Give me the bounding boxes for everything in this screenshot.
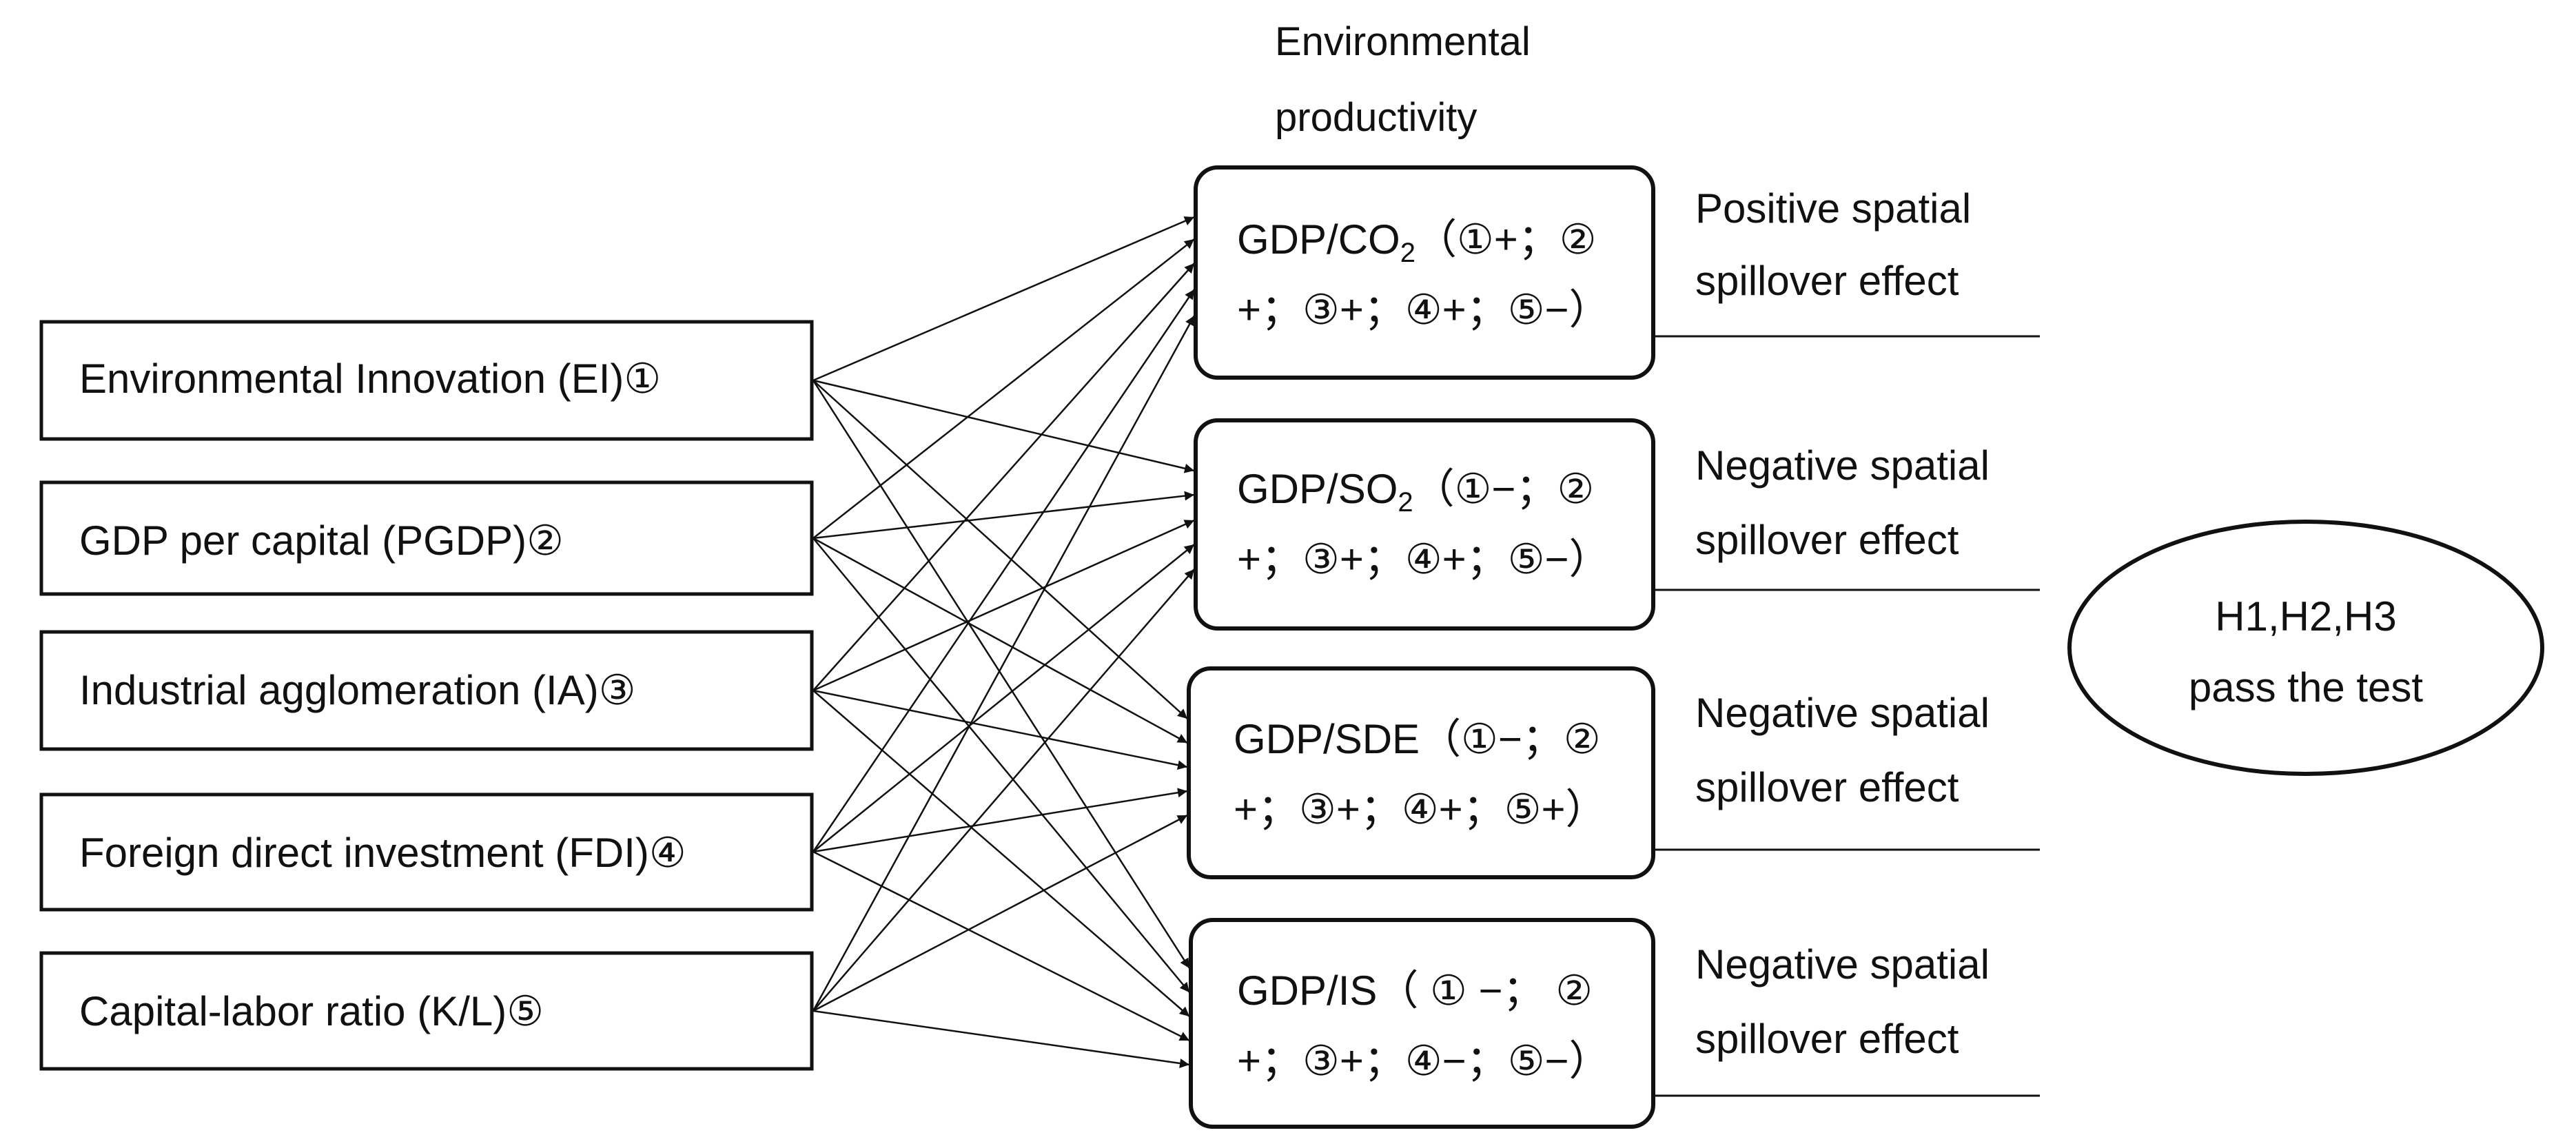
- outcome-co2-line1: GDP/CO2（①+；②: [1237, 216, 1597, 268]
- effect-sde-line1: Negative spatial: [1695, 690, 1990, 736]
- arrow-fdi-to-is: [812, 850, 1190, 1042]
- outcome-box-so2: GDP/SO2（①−；② +；③+；④+；⑤−）: [1194, 418, 1655, 631]
- effect-so2: Negative spatial spillover effect: [1653, 442, 2040, 591]
- outcome-box-is: GDP/IS（ ① −； ② +；③+；④−；⑤−）: [1189, 918, 1655, 1129]
- outcome-sde-line1: GDP/SDE（①−；②: [1234, 716, 1601, 762]
- outcome-so2-line2: +；③+；④+；⑤−）: [1237, 536, 1611, 582]
- factor-label-ei: Environmental Innovation (EI)①: [79, 356, 661, 402]
- outcome-is-line2: +；③+；④−；⑤−）: [1237, 1038, 1611, 1084]
- factor-box-pgdp: GDP per capital (PGDP)②: [39, 480, 814, 596]
- arrow-ia-to-so2: [812, 519, 1195, 692]
- header-title-line2: productivity: [1275, 95, 1477, 140]
- arrow-ei-to-is: [812, 380, 1191, 969]
- arrow-ei-to-co2: [812, 216, 1195, 382]
- conclusion-ellipse: H1,H2,H3 pass the test: [2067, 520, 2544, 776]
- arrow-ei-to-sde: [812, 380, 1188, 719]
- effect-co2: Positive spatial spillover effect: [1653, 185, 2040, 338]
- factor-label-kl: Capital-labor ratio (K/L)⑤: [79, 988, 544, 1034]
- effect-is: Negative spatial spillover effect: [1653, 941, 2040, 1097]
- arrow-pgdp-to-co2: [812, 238, 1195, 539]
- arrow-kl-to-sde: [812, 814, 1188, 1012]
- arrow-pgdp-to-so2: [812, 491, 1195, 540]
- influence-arrows: [812, 216, 1196, 1068]
- effect-is-line1: Negative spatial: [1695, 941, 1990, 988]
- outcome-box-co2: GDP/CO2（①+；② +；③+；④+；⑤−）: [1194, 165, 1655, 380]
- outcome-sde-line2: +；③+；④+；⑤+）: [1234, 786, 1607, 832]
- header-title-line1: Environmental: [1275, 19, 1531, 64]
- arrow-fdi-to-so2: [812, 544, 1195, 852]
- arrow-ia-to-is: [812, 690, 1190, 1017]
- factor-box-ia: Industrial agglomeration (IA)③: [39, 630, 814, 751]
- effect-sde-line2: spillover effect: [1695, 764, 1959, 810]
- arrow-fdi-to-co2: [812, 289, 1196, 852]
- arrow-ia-to-sde: [812, 689, 1188, 770]
- arrow-pgdp-to-sde: [812, 537, 1188, 744]
- factor-box-kl: Capital-labor ratio (K/L)⑤: [39, 951, 814, 1071]
- conclusion-line1: H1,H2,H3: [2215, 593, 2396, 639]
- arrow-ia-to-co2: [812, 263, 1195, 691]
- arrow-kl-to-so2: [812, 569, 1195, 1012]
- outcome-is-line1: GDP/IS（ ① −； ②: [1237, 968, 1593, 1014]
- conclusion-line2: pass the test: [2189, 664, 2424, 710]
- outcome-so2-line1: GDP/SO2（①−；②: [1237, 466, 1594, 518]
- arrow-pgdp-to-is: [812, 538, 1190, 993]
- arrow-kl-to-co2: [812, 315, 1196, 1012]
- factor-box-ei: Environmental Innovation (EI)①: [39, 320, 814, 441]
- factor-box-fdi: Foreign direct investment (FDI)④: [39, 792, 814, 912]
- outcome-co2-line2: +；③+；④+；⑤−）: [1237, 287, 1611, 333]
- arrow-ei-to-so2: [812, 379, 1195, 473]
- factor-label-pgdp: GDP per capital (PGDP)②: [79, 518, 564, 564]
- factor-label-ia: Industrial agglomeration (IA)③: [79, 667, 635, 713]
- effect-so2-line1: Negative spatial: [1695, 442, 1990, 489]
- arrow-fdi-to-sde: [812, 788, 1188, 853]
- arrow-kl-to-is: [812, 1010, 1190, 1068]
- effect-co2-line2: spillover effect: [1695, 258, 1959, 304]
- effect-so2-line2: spillover effect: [1695, 517, 1959, 563]
- effect-co2-line1: Positive spatial: [1695, 185, 1971, 232]
- outcome-box-sde: GDP/SDE（①−；② +；③+；④+；⑤+）: [1187, 666, 1655, 879]
- effect-is-line2: spillover effect: [1695, 1016, 1959, 1062]
- effect-sde: Negative spatial spillover effect: [1653, 690, 2040, 851]
- factor-label-fdi: Foreign direct investment (FDI)④: [79, 830, 686, 876]
